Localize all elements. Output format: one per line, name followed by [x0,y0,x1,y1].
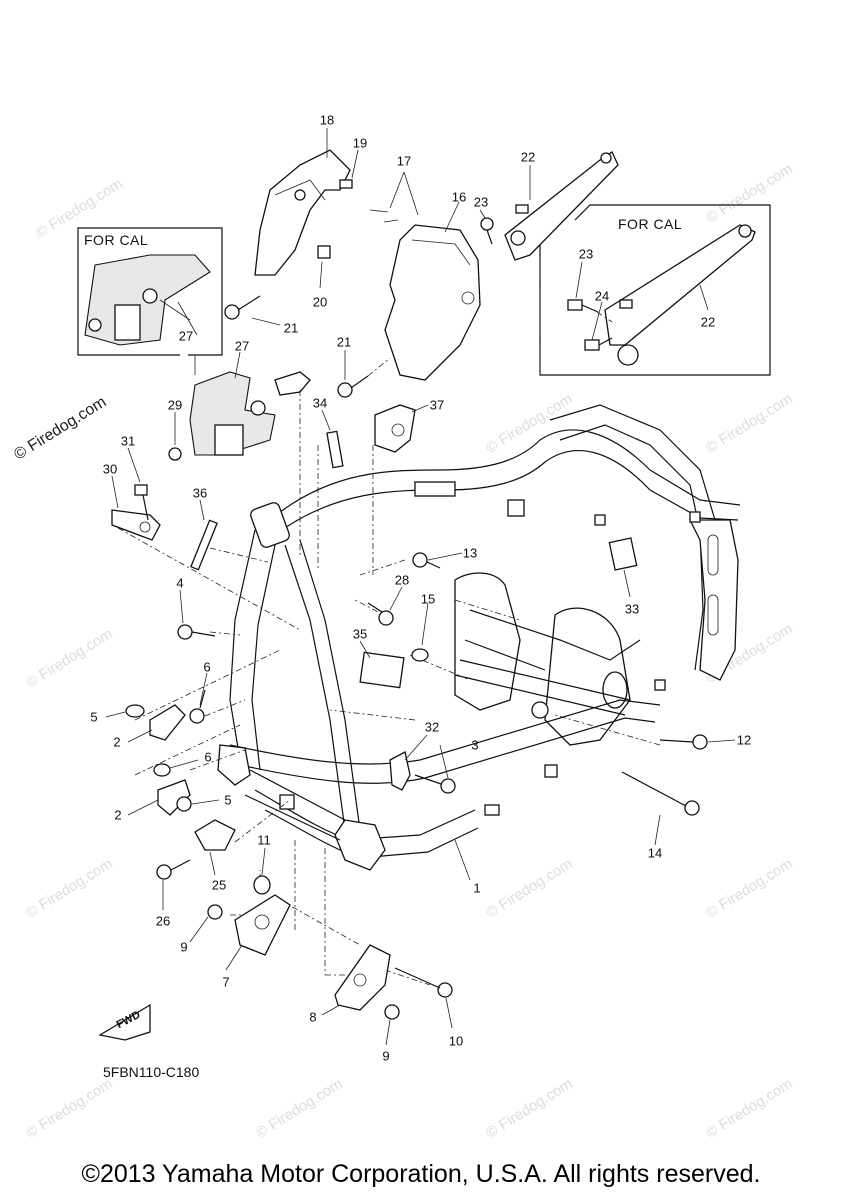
callout-15: 15 [420,591,436,607]
callout-32: 32 [424,719,440,735]
callout-6: 6 [203,659,211,675]
callout-9: 9 [382,1048,390,1064]
callout-2: 2 [113,734,121,750]
callout-25: 25 [211,877,227,893]
callout-11: 11 [257,832,271,848]
callout-36: 36 [192,485,208,501]
callout-21: 21 [283,320,299,336]
callout-9: 9 [180,939,188,955]
callout-8: 8 [309,1009,317,1025]
callout-23: 23 [473,194,489,210]
callout-34: 34 [312,395,328,411]
callout-4: 4 [176,575,184,591]
fwd-arrow-icon [98,1003,151,1041]
callout-2: 2 [114,807,122,823]
callout-37: 37 [429,397,445,413]
inset-label-right: FOR CAL [618,216,683,232]
callout-30: 30 [102,461,118,477]
callout-18: 18 [319,112,335,128]
inset-label-left: FOR CAL [84,232,149,248]
callout-35: 35 [352,626,368,642]
callout-7: 7 [222,974,230,990]
callout-21: 21 [336,334,352,350]
callout-12: 12 [736,732,752,748]
callout-5: 5 [224,792,232,808]
callout-20: 20 [312,294,328,310]
callout-26: 26 [155,913,171,929]
callout-31: 31 [120,433,136,449]
callout-1: 1 [473,880,481,896]
callout-19: 19 [352,135,368,151]
callout-24: 24 [594,288,610,304]
callout-16: 16 [451,189,467,205]
callout-27: 27 [234,338,250,354]
callout-5: 5 [90,709,98,725]
callout-22: 22 [520,149,536,165]
callout-14: 14 [647,845,663,861]
callout-10: 10 [448,1033,464,1049]
callout-23: 23 [578,246,594,262]
callout-27: 27 [178,328,194,344]
copyright-notice: ©2013 Yamaha Motor Corporation, U.S.A. A… [81,1160,761,1188]
callout-3: 3 [471,737,479,753]
callout-13: 13 [462,545,478,561]
callout-29: 29 [167,397,183,413]
callout-33: 33 [624,601,640,617]
diagram-code: 5FBN110-C180 [103,1064,200,1080]
callout-6: 6 [204,749,212,765]
callout-22: 22 [700,314,716,330]
callout-17: 17 [396,153,412,169]
inset-box-left [77,227,223,356]
callout-28: 28 [394,572,410,588]
